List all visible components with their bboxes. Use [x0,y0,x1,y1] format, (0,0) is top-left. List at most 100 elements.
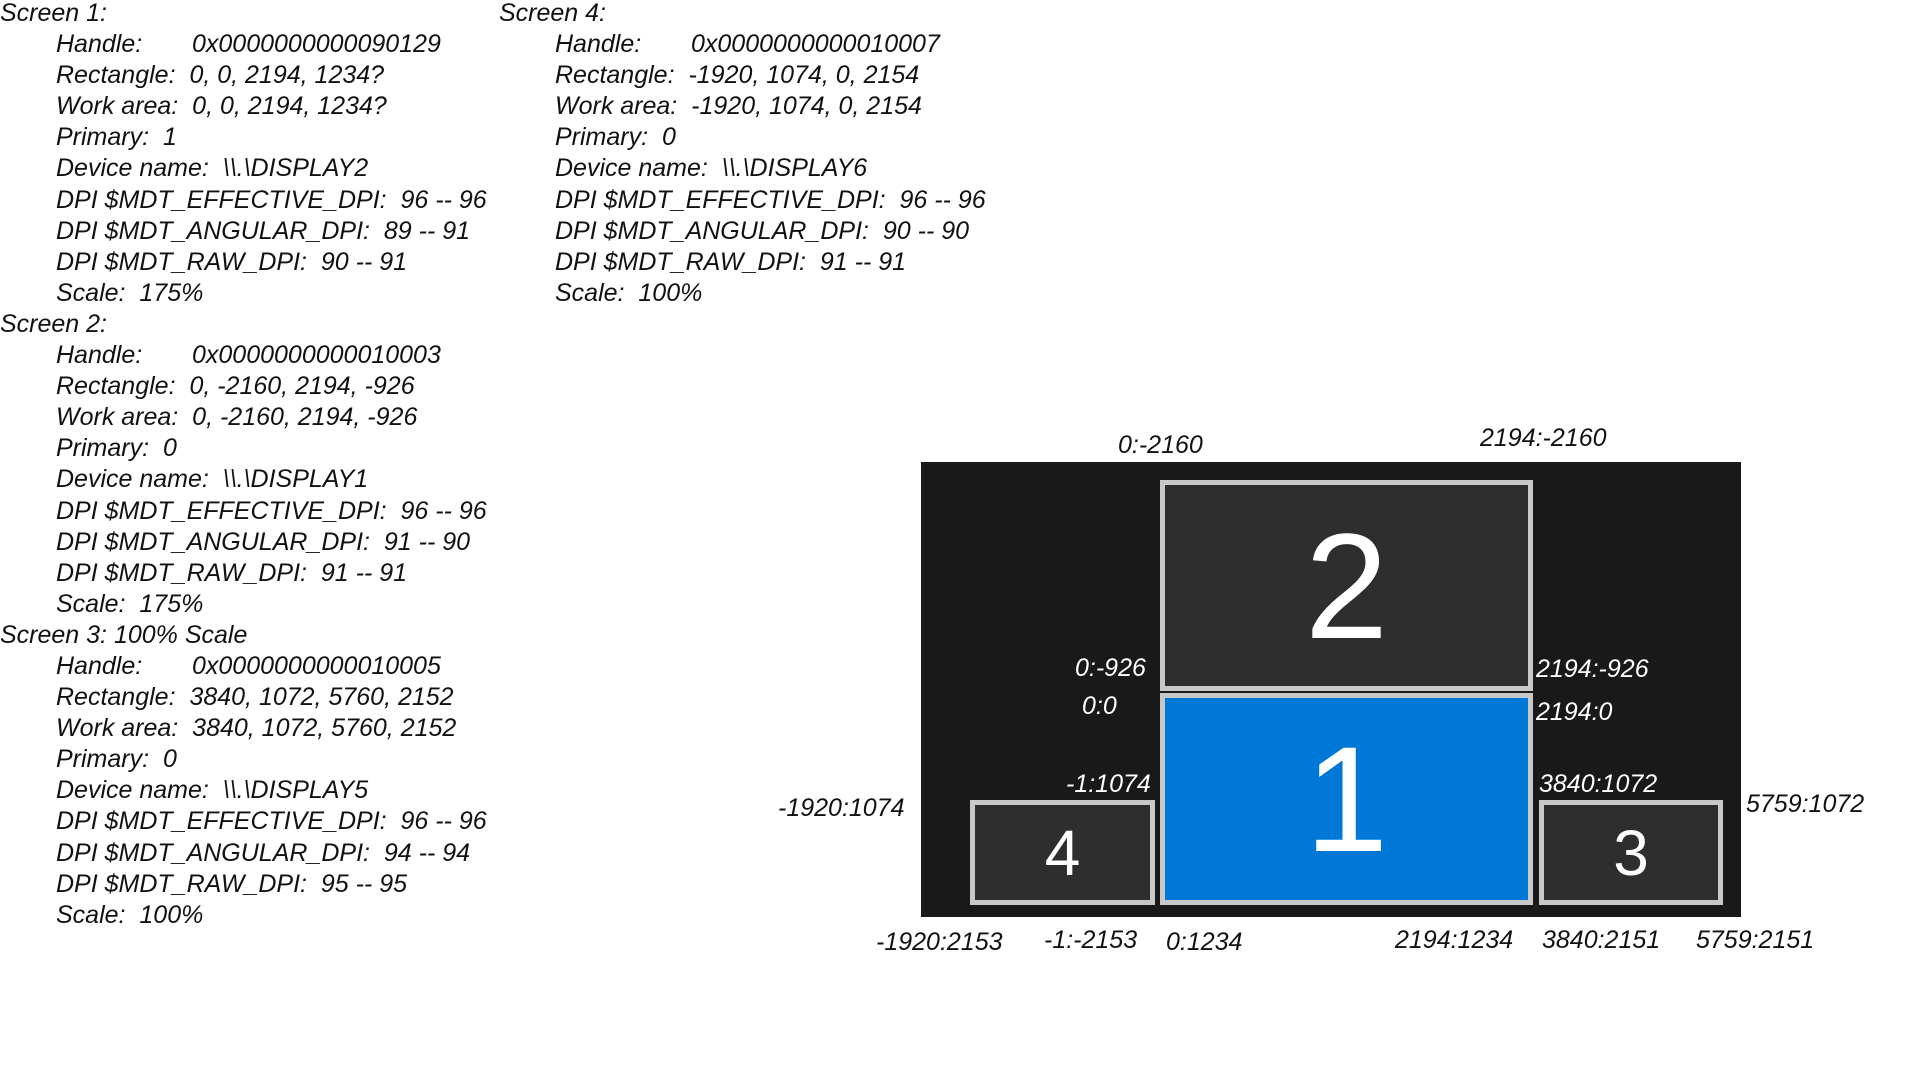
screen-field: Scale: 100% [0,900,487,931]
field-key: DPI $MDT_ANGULAR_DPI: [56,527,370,556]
coord-label: -1920:1074 [778,794,905,822]
field-value: \\.\DISPLAY1 [222,465,369,494]
field-value: \\.\DISPLAY2 [222,154,369,183]
monitor-3[interactable]: 3 [1539,800,1723,905]
field-key: DPI $MDT_ANGULAR_DPI: [56,216,370,245]
screen-field: DPI $MDT_EFFECTIVE_DPI: 96 -- 96 [0,185,487,216]
screen-field: Rectangle: 0, -2160, 2194, -926 [0,371,487,402]
field-value: 100% [638,278,703,307]
field-value: 89 -- 91 [383,216,471,245]
field-value: 0x0000000000090129 [192,30,441,59]
field-key: Scale: [56,278,126,307]
screen-field: DPI $MDT_RAW_DPI: 91 -- 91 [499,247,986,278]
field-value: 0x0000000000010005 [192,651,441,680]
coord-label: 5759:1072 [1746,790,1865,818]
screen-field: Work area: 3840, 1072, 5760, 2152 [0,713,487,744]
screen-field: DPI $MDT_ANGULAR_DPI: 91 -- 90 [0,527,487,558]
coord-label: 3840:2151 [1542,926,1661,954]
screen-field: Work area: 0, 0, 2194, 1234? [0,91,487,122]
screen-field: DPI $MDT_EFFECTIVE_DPI: 96 -- 96 [0,806,487,837]
field-value: 96 -- 96 [400,496,487,525]
screen-title: Screen 2: [0,309,108,338]
screen-field: Device name: \\.\DISPLAY5 [0,775,487,806]
field-key: Rectangle: [56,61,176,90]
field-value: 90 -- 91 [320,247,408,276]
monitor-1[interactable]: 1 [1160,693,1533,905]
screen-field: Device name: \\.\DISPLAY6 [499,153,986,184]
monitor-layout-canvas: 2 1 4 3 [921,462,1741,917]
field-key: Scale: [56,900,126,929]
field-key: Handle: [56,341,143,370]
field-value: 175% [139,278,204,307]
field-key: DPI $MDT_EFFECTIVE_DPI: [555,185,886,214]
monitor-3-number: 3 [1613,816,1649,889]
field-key: Scale: [555,278,625,307]
field-value: 0x0000000000010007 [691,30,940,59]
screen-field: DPI $MDT_RAW_DPI: 91 -- 91 [0,558,487,589]
field-key: Rectangle: [555,61,675,90]
monitor-1-number: 1 [1304,715,1389,883]
field-value: 0, 0, 2194, 1234? [192,92,387,121]
field-value: 91 -- 91 [320,558,408,587]
field-key: DPI $MDT_ANGULAR_DPI: [555,216,869,245]
screen-field: DPI $MDT_EFFECTIVE_DPI: 96 -- 96 [499,185,986,216]
monitor-2[interactable]: 2 [1160,480,1533,691]
field-value: 0x0000000000010003 [192,341,441,370]
field-key: Primary: [56,434,150,463]
field-key: Primary: [56,123,150,152]
screen-field: Work area: -1920, 1074, 0, 2154 [499,91,986,122]
coord-label: 2194:-926 [1536,655,1649,683]
field-value: 96 -- 96 [400,807,487,836]
screen-field: DPI $MDT_EFFECTIVE_DPI: 96 -- 96 [0,496,487,527]
field-key: DPI $MDT_EFFECTIVE_DPI: [56,807,387,836]
field-value: \\.\DISPLAY5 [222,776,369,805]
monitor-4[interactable]: 4 [970,800,1155,905]
field-key: Rectangle: [56,372,176,401]
coord-label: -1:1074 [1066,770,1151,798]
screen-title: Screen 4: [499,0,607,27]
screen-field: Rectangle: 0, 0, 2194, 1234? [0,60,487,91]
screen-field: DPI $MDT_ANGULAR_DPI: 90 -- 90 [499,216,986,247]
screen-field: Device name: \\.\DISPLAY2 [0,153,487,184]
field-value: 91 -- 90 [383,527,471,556]
coord-label: 0:1234 [1166,928,1243,956]
field-value: 96 -- 96 [899,185,986,214]
field-key: DPI $MDT_RAW_DPI: [56,558,307,587]
field-value: 94 -- 94 [383,838,471,867]
field-key: DPI $MDT_EFFECTIVE_DPI: [56,496,387,525]
coord-label: 2194:1234 [1395,926,1514,954]
field-key: DPI $MDT_RAW_DPI: [56,247,307,276]
field-key: Scale: [56,589,126,618]
monitor-4-number: 4 [1044,816,1081,889]
screen-field: Rectangle: -1920, 1074, 0, 2154 [499,60,986,91]
field-value: 0, 0, 2194, 1234? [189,61,385,90]
field-key: Device name: [555,154,708,183]
screen-field: DPI $MDT_ANGULAR_DPI: 89 -- 91 [0,216,487,247]
screen-field: Handle: 0x0000000000010003 [0,340,487,371]
coord-label: 0:0 [1082,692,1117,720]
screen-field: Handle: 0x0000000000010005 [0,651,487,682]
coord-label: 2194:0 [1536,698,1613,726]
field-key: DPI $MDT_RAW_DPI: [555,247,806,276]
field-key: Handle: [56,651,143,680]
field-value: 90 -- 90 [882,216,970,245]
screen-field: DPI $MDT_RAW_DPI: 90 -- 91 [0,247,487,278]
field-value: 0, -2160, 2194, -926 [189,372,415,401]
screen-title: Screen 3: 100% Scale [0,620,248,649]
screen-field: Primary: 0 [0,744,487,775]
coord-label: 0:-2160 [1118,431,1203,459]
field-value: 3840, 1072, 5760, 2152 [192,714,457,743]
field-key: Device name: [56,776,209,805]
screen-field: Work area: 0, -2160, 2194, -926 [0,402,487,433]
field-key: DPI $MDT_RAW_DPI: [56,869,307,898]
field-key: Handle: [555,30,642,59]
screen-field: DPI $MDT_RAW_DPI: 95 -- 95 [0,869,487,900]
monitor-2-number: 2 [1304,501,1389,670]
field-value: 0 [162,745,177,774]
screen-field: Device name: \\.\DISPLAY1 [0,464,487,495]
field-key: DPI $MDT_ANGULAR_DPI: [56,838,370,867]
field-value: 91 -- 91 [819,247,907,276]
field-key: Work area: [56,403,179,432]
